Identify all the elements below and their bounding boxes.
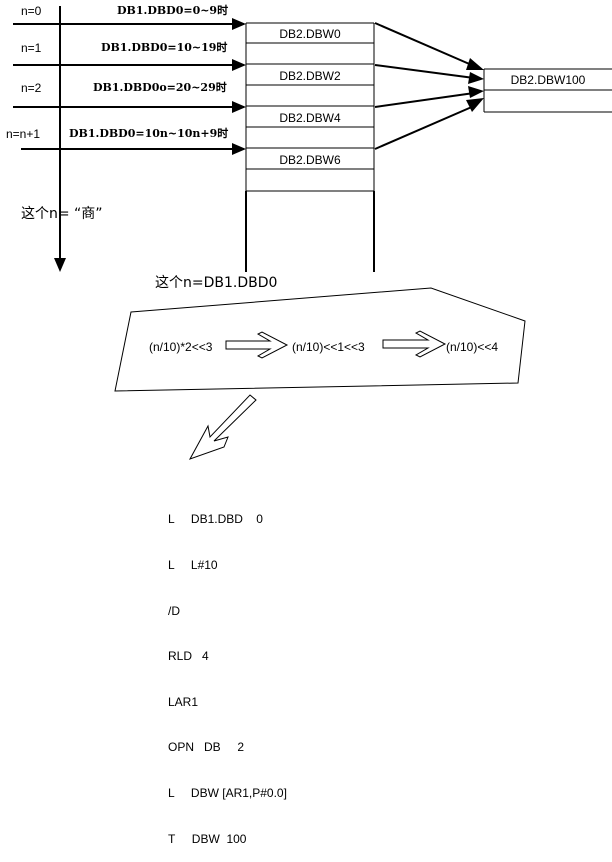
formula-frame xyxy=(114,287,526,392)
converge-arrows xyxy=(374,22,484,150)
note-quotient: 这个n= “商” xyxy=(21,206,103,222)
hollow-arrow-1 xyxy=(225,331,289,359)
code-line: OPN DB 2 xyxy=(168,740,245,755)
range-n0: DB1.DBD0=0~9时 xyxy=(117,4,229,17)
formula-step1: (n/10)*2<<3 xyxy=(149,340,213,354)
label-nn1: n=n+1 xyxy=(6,127,41,141)
code-line: /D xyxy=(168,603,180,618)
code-line: LAR1 xyxy=(168,694,199,709)
code-line: RLD 4 xyxy=(168,649,209,664)
code-line: L DB1.DBD 0 xyxy=(168,512,263,527)
db2-cell-dbw4: DB2.DBW4 xyxy=(279,111,341,125)
range-n1: DB1.DBD0=10~19时 xyxy=(101,41,228,54)
range-n2: DB1.DBD0o=20~29时 xyxy=(93,81,227,94)
formula-step3: (n/10)<<4 xyxy=(446,340,499,354)
diagram-canvas xyxy=(13,6,612,460)
target-box xyxy=(483,68,612,113)
note-n-source: 这个n=DB1.DBD0 xyxy=(155,275,278,291)
db2-cell-dbw0: DB2.DBW0 xyxy=(279,27,341,41)
target-cell-dbw100: DB2.DBW100 xyxy=(510,73,586,87)
formula-step2: (n/10)<<1<<3 xyxy=(292,340,365,354)
code-line: T DBW 100 xyxy=(168,831,247,846)
code-line: L L#10 xyxy=(168,558,218,572)
db2-cell-dbw2: DB2.DBW2 xyxy=(279,69,341,83)
stl-code-block: L DB1.DBD 0 L L#10 /D RLD 4 LAR1 OPN DB … xyxy=(168,482,287,862)
hollow-arrow-2 xyxy=(382,330,447,358)
db2-cell-dbw6: DB2.DBW6 xyxy=(279,153,341,167)
diagonal-hollow-arrow xyxy=(188,394,257,460)
axis-arrowhead xyxy=(54,258,66,272)
code-line: L DBW [AR1,P#0.0] xyxy=(168,785,287,800)
input-arrows xyxy=(13,18,246,155)
range-nn1: DB1.DBD0=10n~10n+9时 xyxy=(69,127,229,140)
label-n2: n=2 xyxy=(21,81,42,95)
label-n0: n=0 xyxy=(21,4,42,18)
db2-table xyxy=(245,22,375,272)
label-n1: n=1 xyxy=(21,41,42,55)
